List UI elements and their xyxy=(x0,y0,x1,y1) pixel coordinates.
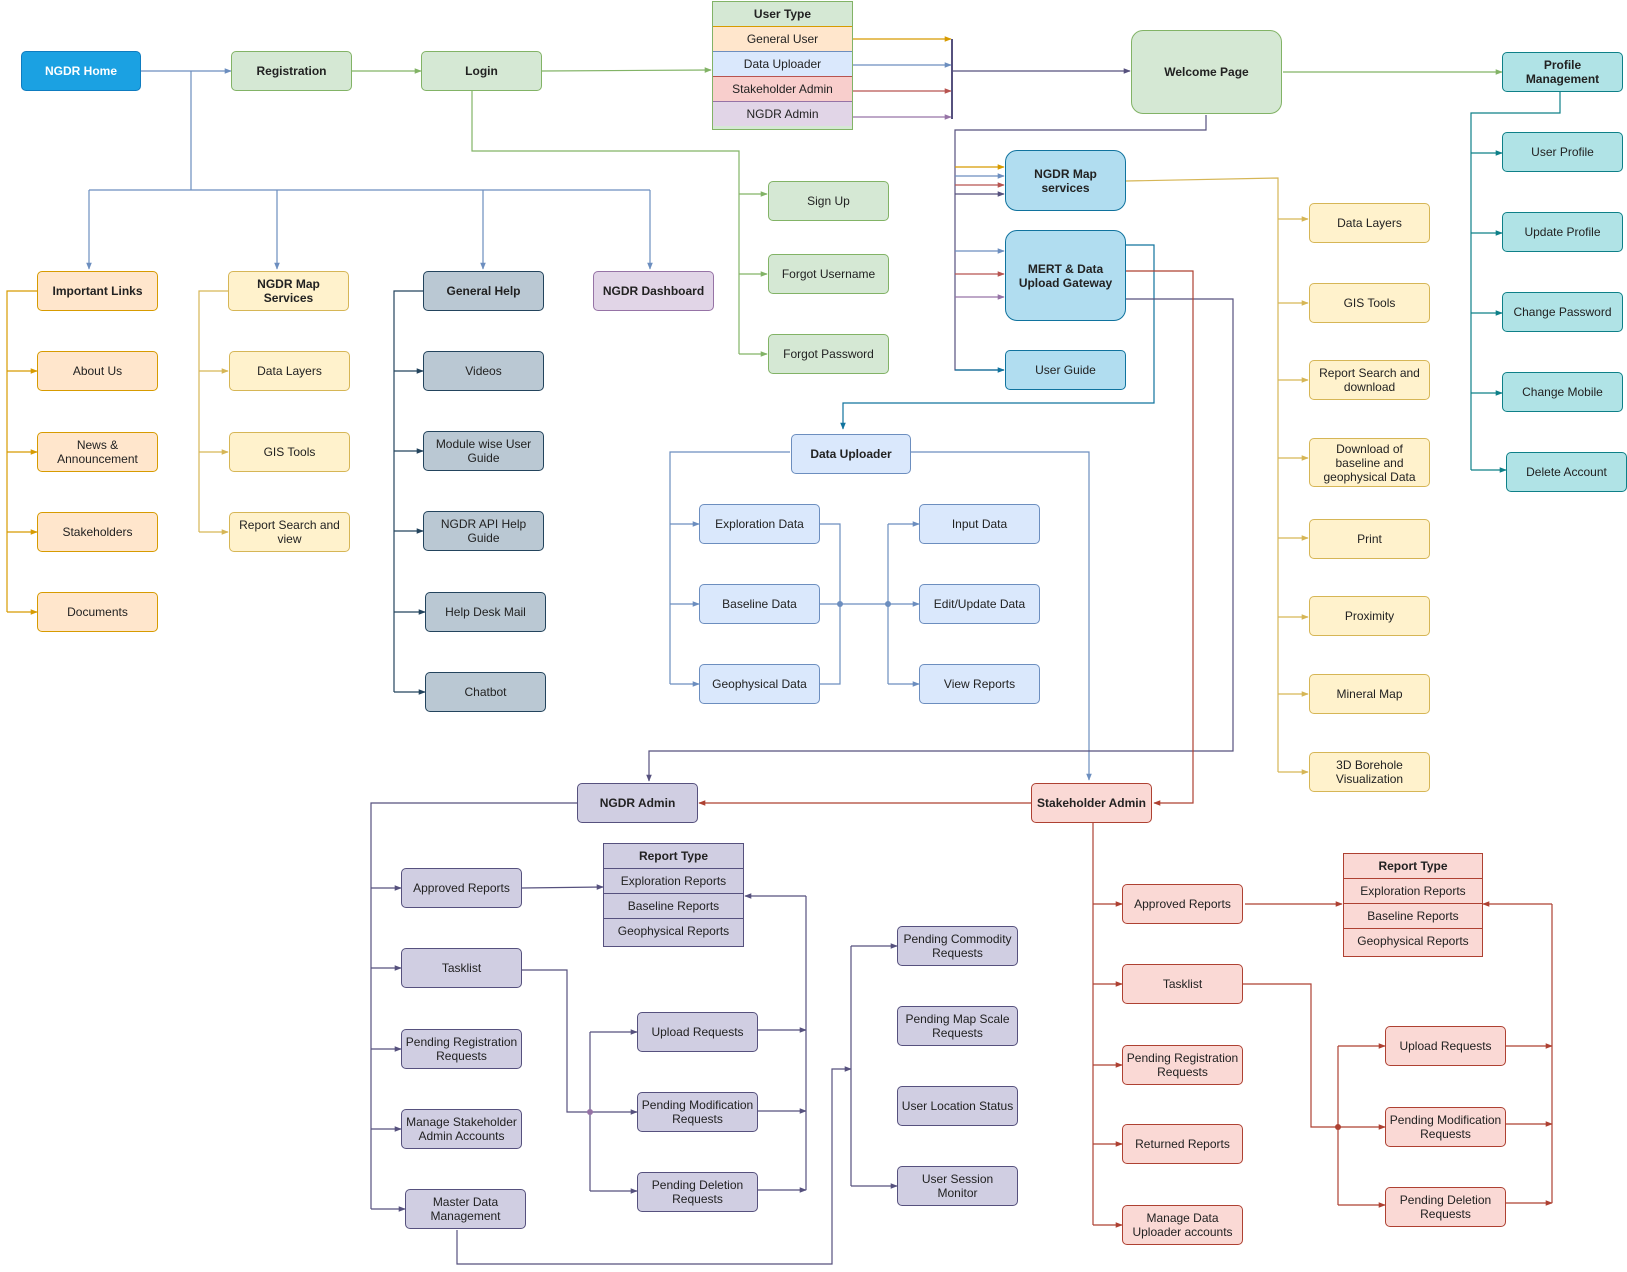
ngdr-dashboard-node[interactable]: NGDR Dashboard xyxy=(593,271,714,311)
sign-up-node[interactable]: Sign Up xyxy=(768,181,889,221)
na-pending-registration-node[interactable]: Pending Registration Requests xyxy=(401,1029,522,1069)
forgot-password-node[interactable]: Forgot Password xyxy=(768,334,889,374)
na-approved-reports-node[interactable]: Approved Reports xyxy=(401,868,522,908)
na-upload-requests-node[interactable]: Upload Requests xyxy=(637,1012,758,1052)
user-type-table: User Type General User Data Uploader Sta… xyxy=(712,1,853,130)
na-tasklist-node[interactable]: Tasklist xyxy=(401,948,522,988)
videos-node[interactable]: Videos xyxy=(423,351,544,391)
user-profile-node[interactable]: User Profile xyxy=(1502,132,1623,172)
map-print-node[interactable]: Print xyxy=(1309,519,1430,559)
forgot-username-node[interactable]: Forgot Username xyxy=(768,254,889,294)
input-data-node[interactable]: Input Data xyxy=(919,504,1040,544)
documents-node[interactable]: Documents xyxy=(37,592,158,632)
user-type-data-uploader[interactable]: Data Uploader xyxy=(713,51,852,76)
exploration-data-node[interactable]: Exploration Data xyxy=(699,504,820,544)
map-3d-borehole-node[interactable]: 3D Borehole Visualization xyxy=(1309,752,1430,792)
na-pending-map-scale-node[interactable]: Pending Map Scale Requests xyxy=(897,1006,1018,1046)
sa-report-type-table: Report Type Exploration Reports Baseline… xyxy=(1343,853,1483,957)
module-user-guide-node[interactable]: Module wise User Guide xyxy=(423,431,544,471)
about-us-node[interactable]: About Us xyxy=(37,351,158,391)
update-profile-node[interactable]: Update Profile xyxy=(1502,212,1623,252)
na-user-location-node[interactable]: User Location Status xyxy=(897,1086,1018,1126)
sa-upload-requests-node[interactable]: Upload Requests xyxy=(1385,1026,1506,1066)
na-manage-stakeholder-node[interactable]: Manage Stakeholder Admin Accounts xyxy=(401,1109,522,1149)
map-download-baseline-node[interactable]: Download of baseline and geophysical Dat… xyxy=(1309,438,1430,487)
sa-returned-reports-node[interactable]: Returned Reports xyxy=(1122,1124,1243,1164)
na-report-type-geophysical[interactable]: Geophysical Reports xyxy=(604,918,743,943)
user-type-ngdr-admin[interactable]: NGDR Admin xyxy=(713,101,852,126)
sa-report-type-baseline[interactable]: Baseline Reports xyxy=(1344,903,1482,928)
na-pending-modification-node[interactable]: Pending Modification Requests xyxy=(637,1092,758,1132)
important-links-node[interactable]: Important Links xyxy=(37,271,158,311)
na-report-type-table: Report Type Exploration Reports Baseline… xyxy=(603,843,744,947)
pub-data-layers-node[interactable]: Data Layers xyxy=(229,351,350,391)
data-uploader-node[interactable]: Data Uploader xyxy=(791,434,911,474)
na-report-type-header: Report Type xyxy=(638,849,709,863)
mert-gateway-node[interactable]: MERT & Data Upload Gateway xyxy=(1005,230,1126,321)
pub-gis-tools-node[interactable]: GIS Tools xyxy=(229,432,350,472)
na-pending-commodity-node[interactable]: Pending Commodity Requests xyxy=(897,926,1018,966)
news-announcement-node[interactable]: News & Announcement xyxy=(37,432,158,472)
general-help-node[interactable]: General Help xyxy=(423,271,544,311)
sa-pending-registration-node[interactable]: Pending Registration Requests xyxy=(1122,1045,1243,1085)
change-password-node[interactable]: Change Password xyxy=(1502,292,1623,332)
geophysical-data-node[interactable]: Geophysical Data xyxy=(699,664,820,704)
edit-update-data-node[interactable]: Edit/Update Data xyxy=(919,584,1040,624)
na-report-type-baseline[interactable]: Baseline Reports xyxy=(604,893,743,918)
sa-report-type-exploration[interactable]: Exploration Reports xyxy=(1344,878,1482,903)
map-gis-tools-node[interactable]: GIS Tools xyxy=(1309,283,1430,323)
help-desk-mail-node[interactable]: Help Desk Mail xyxy=(425,592,546,632)
pub-map-services-node[interactable]: NGDR Map Services xyxy=(228,271,349,311)
na-user-session-node[interactable]: User Session Monitor xyxy=(897,1166,1018,1206)
profile-management-node[interactable]: Profile Management xyxy=(1502,52,1623,92)
sa-pending-modification-node[interactable]: Pending Modification Requests xyxy=(1385,1107,1506,1147)
na-report-type-exploration[interactable]: Exploration Reports xyxy=(604,868,743,893)
sa-manage-data-uploader-node[interactable]: Manage Data Uploader accounts xyxy=(1122,1205,1243,1245)
welcome-page-node[interactable]: Welcome Page xyxy=(1131,30,1282,114)
map-mineral-map-node[interactable]: Mineral Map xyxy=(1309,674,1430,714)
stakeholder-admin-node[interactable]: Stakeholder Admin xyxy=(1031,783,1152,823)
user-type-stakeholder-admin[interactable]: Stakeholder Admin xyxy=(713,76,852,101)
stakeholders-node[interactable]: Stakeholders xyxy=(37,512,158,552)
baseline-data-node[interactable]: Baseline Data xyxy=(699,584,820,624)
sa-approved-reports-node[interactable]: Approved Reports xyxy=(1122,884,1243,924)
sa-report-type-header: Report Type xyxy=(1378,859,1448,873)
user-guide-node[interactable]: User Guide xyxy=(1005,350,1126,390)
map-data-layers-node[interactable]: Data Layers xyxy=(1309,203,1430,243)
sa-tasklist-node[interactable]: Tasklist xyxy=(1122,964,1243,1004)
ngdr-admin-node[interactable]: NGDR Admin xyxy=(577,783,698,823)
user-type-header: User Type xyxy=(753,7,812,21)
registration-node[interactable]: Registration xyxy=(231,51,352,91)
sa-pending-deletion-node[interactable]: Pending Deletion Requests xyxy=(1385,1187,1506,1227)
login-node[interactable]: Login xyxy=(421,51,542,91)
pub-report-search-view-node[interactable]: Report Search and view xyxy=(229,512,350,552)
user-type-general-user[interactable]: General User xyxy=(713,26,852,51)
map-report-search-download-node[interactable]: Report Search and download xyxy=(1309,360,1430,400)
delete-account-node[interactable]: Delete Account xyxy=(1506,452,1627,492)
change-mobile-node[interactable]: Change Mobile xyxy=(1502,372,1623,412)
na-pending-deletion-node[interactable]: Pending Deletion Requests xyxy=(637,1172,758,1212)
ngdr-home-node[interactable]: NGDR Home xyxy=(21,51,141,91)
na-master-data-node[interactable]: Master Data Management xyxy=(405,1189,526,1229)
sa-report-type-geophysical[interactable]: Geophysical Reports xyxy=(1344,928,1482,953)
map-proximity-node[interactable]: Proximity xyxy=(1309,596,1430,636)
api-help-guide-node[interactable]: NGDR API Help Guide xyxy=(423,511,544,551)
ngdr-map-services-main-node[interactable]: NGDR Map services xyxy=(1005,150,1126,211)
view-reports-node[interactable]: View Reports xyxy=(919,664,1040,704)
chatbot-node[interactable]: Chatbot xyxy=(425,672,546,712)
